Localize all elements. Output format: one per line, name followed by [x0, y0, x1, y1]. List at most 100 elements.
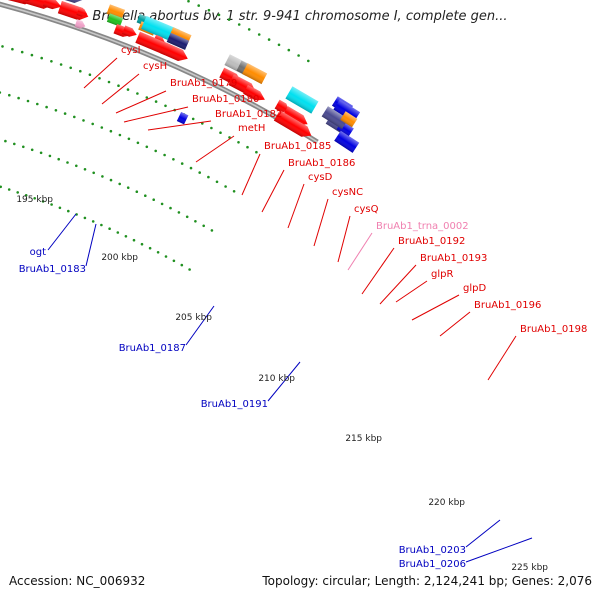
tick-mark [156, 251, 160, 254]
gene-label: cysQ [354, 204, 379, 215]
tick-mark [127, 137, 131, 141]
map-title: Brucella abortus bv. 1 str. 9-941 chromo… [92, 9, 508, 24]
gene-label: BruAb1_0186 [288, 158, 355, 169]
tick-mark [91, 122, 94, 126]
tick-mark [83, 216, 87, 220]
feature-track [0, 0, 361, 153]
tick-mark [198, 171, 201, 174]
tick-mark [0, 91, 2, 94]
backbone [0, 1, 319, 145]
tick-mark [307, 59, 310, 63]
tick-mark [83, 168, 87, 171]
gene-label: BruAb1_0198 [520, 324, 587, 335]
connector-line [83, 57, 118, 89]
tick-mark [57, 157, 60, 161]
tick-mark [41, 200, 45, 203]
tick-mark [237, 141, 240, 144]
tick-mark [207, 8, 211, 12]
tick-mark [100, 223, 103, 227]
gene-label: BruAb1_0192 [398, 236, 465, 247]
tick-mark [217, 13, 221, 17]
tick-mark [107, 80, 111, 84]
feature-glyph [340, 111, 358, 128]
connector-line [123, 106, 189, 123]
tick-mark [297, 54, 300, 57]
label-connectors [47, 57, 533, 563]
tick-mark [180, 162, 184, 165]
connector-line [185, 305, 215, 346]
tick-mark [189, 166, 193, 170]
tick-label: 220 kbp [428, 498, 465, 508]
feature-glyph [42, 0, 62, 10]
tick-mark [7, 188, 11, 191]
tick-mark [63, 112, 67, 115]
gene-label: BruAb1_0179 [170, 78, 237, 89]
connector-line [411, 294, 460, 321]
tick-mark [224, 185, 227, 188]
tick-mark [210, 229, 214, 232]
tick-mark [247, 28, 251, 31]
gene-label: cysNC [332, 187, 363, 198]
tick-mark [45, 105, 48, 109]
tick-mark [164, 104, 167, 108]
gene-label: metH [238, 123, 265, 134]
gene-label: cysD [308, 172, 333, 183]
tick-mark [92, 171, 95, 175]
connector-line [465, 519, 501, 548]
tick-mark [79, 69, 82, 73]
tick-mark [82, 119, 85, 122]
tick-mark [50, 203, 53, 206]
tick-mark [246, 145, 249, 149]
tick-mark [0, 185, 2, 189]
tick-mark [59, 63, 63, 66]
tick-mark [163, 153, 166, 157]
tick-mark [227, 18, 231, 21]
connector-line [85, 223, 97, 267]
feature-glyph [122, 25, 137, 37]
tick-label: 210 kbp [258, 374, 295, 384]
tick-mark [207, 175, 210, 179]
connector-line [241, 153, 261, 196]
feature-glyph [273, 110, 312, 137]
tick-mark [8, 93, 11, 97]
tick-mark [132, 238, 136, 242]
tick-mark [13, 142, 16, 146]
tick-mark [152, 198, 155, 201]
tick-mark [1, 45, 4, 48]
tick-label: 200 kbp [101, 253, 138, 263]
tick-label: 225 kbp [511, 563, 548, 573]
tick-mark [124, 235, 128, 238]
tick-mark [255, 150, 258, 154]
tick-mark [67, 209, 70, 213]
tick-mark [210, 126, 213, 130]
tick-mark [126, 88, 130, 91]
tick-mark [202, 224, 205, 228]
gene-label: glpR [431, 269, 453, 280]
tick-mark [148, 246, 152, 250]
gene-label: BruAb1_0185 [264, 141, 331, 152]
tick-mark [197, 4, 200, 7]
tick-mark [160, 202, 164, 206]
tick-mark [26, 99, 30, 103]
tick-mark [172, 158, 175, 161]
connector-line [395, 280, 428, 303]
tick-mark [219, 131, 222, 134]
tick-mark [22, 145, 25, 149]
tick-mark [164, 255, 168, 258]
tick-mark [91, 220, 95, 223]
tick-mark [145, 145, 149, 149]
feature-glyph [76, 7, 88, 17]
connector-line [465, 537, 533, 563]
tick-mark [75, 213, 78, 216]
tick-mark [116, 231, 120, 234]
tick-mark [17, 96, 20, 100]
tick-mark [48, 154, 52, 158]
connector-line [195, 135, 235, 163]
connector-line [337, 215, 351, 263]
tick-mark [50, 60, 53, 63]
tick-mark [117, 84, 120, 87]
tick-mark [109, 178, 113, 182]
tick-mark [154, 100, 158, 103]
connector-line [147, 120, 212, 131]
